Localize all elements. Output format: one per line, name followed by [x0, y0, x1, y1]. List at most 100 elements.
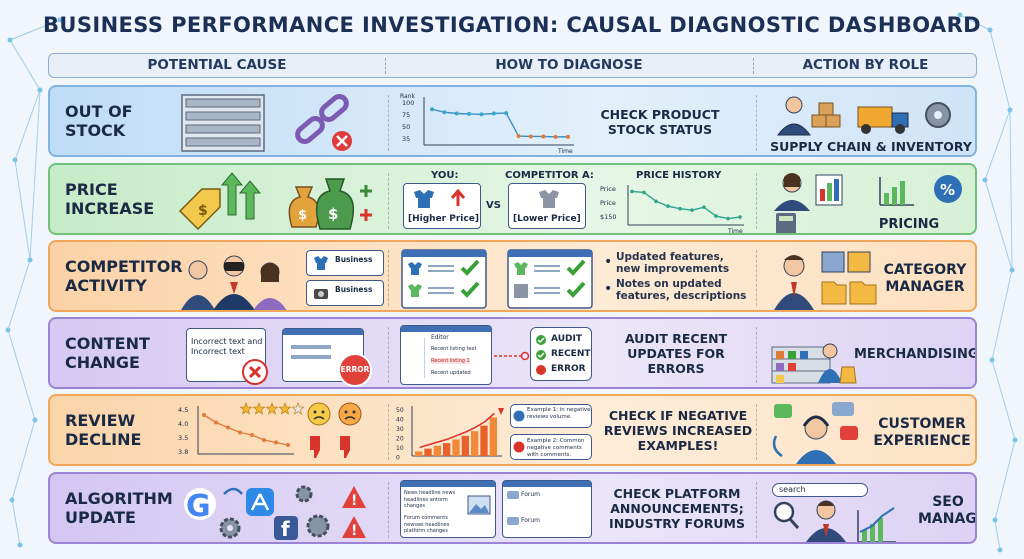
- network-line: [29, 89, 41, 261]
- bullet-2: Notes on updated features, descriptions: [616, 278, 747, 302]
- network-node: [12, 157, 18, 163]
- trend-line: [419, 412, 495, 449]
- bar: [489, 417, 497, 456]
- diagnose-text: AUDIT RECENT UPDATES FOR ERRORS: [624, 331, 728, 376]
- news-headline-1: News headline news headlines antorm chan…: [404, 490, 456, 509]
- svg-text:f: f: [281, 517, 290, 541]
- shirt-icon: [414, 188, 466, 208]
- row-competitor-activity: COMPETITOR ACTIVITY Business Business • …: [48, 240, 977, 312]
- platform-logos-gears-icons: G f ! !: [184, 485, 366, 541]
- action-role: SEO MANAGER: [918, 494, 977, 527]
- incorrect-text: Incorrect text and Incorrect text: [191, 337, 263, 356]
- header-how-to-diagnose: HOW TO DIAGNOSE: [495, 57, 643, 73]
- diagnose-text: CHECK PLATFORM ANNOUNCEMENTS; INDUSTRY F…: [609, 486, 745, 531]
- svg-text:$: $: [328, 205, 338, 223]
- y-tick-label: 20: [396, 436, 404, 443]
- search-bar[interactable]: search: [772, 483, 868, 497]
- data-point: [738, 215, 742, 219]
- data-point: [541, 134, 546, 139]
- card-title: Business: [335, 255, 373, 264]
- competitor-listing-card-1: Business: [306, 250, 384, 276]
- editor-line-highlighted: Recent listing 1: [431, 358, 470, 364]
- category-manager-icons: [774, 251, 877, 310]
- page-title: BUSINESS PERFORMANCE INVESTIGATION: CAUS…: [42, 13, 981, 37]
- news-window: News headline news headlines antorm chan…: [400, 480, 496, 538]
- data-point: [226, 425, 230, 430]
- bullet-1: Updated features, new improvements: [616, 251, 730, 275]
- broken-chain-icon: [295, 94, 352, 151]
- data-point: [454, 111, 459, 116]
- data-point: [702, 205, 706, 210]
- error-badge: ERROR: [338, 353, 372, 387]
- sad-faces-thumbs-down-icon: [307, 402, 362, 458]
- competitor-label: COMPETITOR A:: [505, 170, 594, 181]
- star: [265, 402, 279, 415]
- lower-price-tag: [Lower Price]: [513, 214, 581, 224]
- checklist-item: RECENT: [551, 349, 591, 359]
- bar: [415, 451, 423, 456]
- bar: [424, 448, 432, 456]
- action-role: SUPPLY CHAIN & INVENTORY: [770, 139, 972, 154]
- bar: [480, 425, 488, 456]
- svg-text:!: !: [351, 493, 357, 509]
- data-point: [286, 443, 290, 447]
- arrow-icon: [494, 351, 530, 361]
- network-line: [9, 19, 61, 41]
- your-product-card: [Higher Price]: [403, 183, 481, 229]
- network-node: [997, 547, 1003, 553]
- network-line: [7, 329, 36, 421]
- example-1-text: Example 1: in negative reviews volume.: [527, 407, 591, 420]
- network-node: [37, 87, 43, 93]
- y-tick-label: Price: [600, 185, 616, 193]
- data-point: [642, 190, 646, 195]
- bar: [461, 435, 469, 456]
- search-placeholder: search: [779, 485, 806, 494]
- checklist-item: ERROR: [551, 364, 586, 374]
- vs-label: VS: [486, 200, 501, 211]
- network-node: [57, 17, 63, 23]
- row-content-change: CONTENT CHANGE Incorrect text and Incorr…: [48, 317, 977, 389]
- incorrect-text-card: Incorrect text and Incorrect text: [186, 328, 266, 382]
- bar: [452, 439, 460, 456]
- price-history-title: PRICE HISTORY: [636, 170, 722, 181]
- bar: [471, 431, 479, 456]
- network-line: [991, 359, 1016, 441]
- y-tick-label: 0: [396, 455, 400, 462]
- pricing-analyst-icons: %: [774, 173, 962, 211]
- audit-checklist: AUDIT RECENT ERROR: [530, 327, 592, 381]
- forum-post: Forum: [521, 491, 541, 498]
- star: [252, 402, 266, 415]
- diagnose-text: CHECK IF NEGATIVE REVIEWS INCREASED EXAM…: [603, 408, 753, 453]
- network-line: [989, 29, 1011, 111]
- y-tick-label: $150: [600, 213, 617, 221]
- error-x-icon: [242, 359, 268, 385]
- network-node: [1009, 267, 1015, 273]
- seo-manager-icons: [773, 500, 896, 542]
- forum-post: Forum: [521, 517, 541, 524]
- y-axis-label: Rank: [400, 93, 416, 100]
- competitor-product-card: [Lower Price]: [508, 183, 586, 229]
- data-point: [714, 214, 718, 218]
- data-point: [726, 216, 730, 221]
- y-tick-label: 50: [402, 123, 410, 131]
- action-role: PRICING ANALYST: [878, 217, 940, 232]
- network-node: [957, 12, 963, 18]
- y-tick-label: 4.5: [178, 406, 188, 414]
- star: [291, 402, 305, 415]
- y-tick-label: 3.5: [178, 434, 188, 442]
- diagnose-text: CHECK PRODUCT STOCK STATUS: [600, 107, 720, 137]
- editor-window: Editor Recent listing text Recent listin…: [400, 325, 492, 385]
- rating-series-line: [203, 414, 289, 446]
- data-point: [566, 134, 570, 139]
- checklist-item: AUDIT: [551, 334, 582, 344]
- cause-label: COMPETITOR ACTIVITY: [65, 257, 183, 295]
- network-node: [982, 177, 988, 183]
- data-point: [467, 111, 472, 116]
- network-line: [959, 14, 991, 31]
- y-tick-label: 4.0: [178, 420, 188, 428]
- cause-label: ALGORITHM UPDATE: [65, 489, 173, 527]
- y-tick-label: 10: [396, 445, 404, 452]
